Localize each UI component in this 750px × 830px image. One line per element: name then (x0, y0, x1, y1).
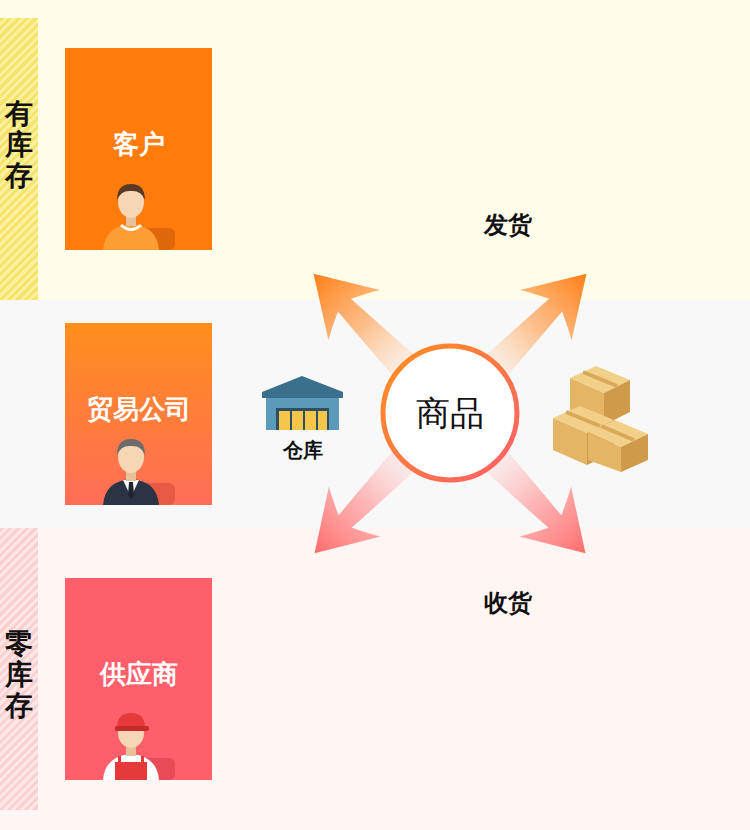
supplier-box: 供应商 (65, 578, 212, 780)
stock-strip: 有库存 (0, 18, 38, 300)
band-label: 零库存 (5, 629, 33, 721)
boxes-icon (553, 366, 648, 472)
icon-caption: 仓库 (283, 438, 323, 462)
person-icon (99, 431, 179, 505)
top-band (0, 0, 750, 300)
role-label: 贸易公司 (65, 394, 212, 425)
center-label: 商品 (380, 393, 520, 434)
customer-box: 客户 (65, 48, 212, 250)
goods-circle: 商品 (380, 343, 520, 483)
flow-label: 发货 (484, 211, 532, 240)
flow-label: 收货 (484, 589, 532, 618)
bottom-band (0, 528, 750, 830)
person-icon (99, 706, 179, 780)
stock-strip: 零库存 (0, 528, 38, 810)
trader-box: 贸易公司 (65, 323, 212, 505)
person-icon (99, 176, 179, 250)
role-label: 供应商 (65, 659, 212, 690)
role-label: 客户 (65, 129, 212, 160)
warehouse-icon (262, 376, 343, 430)
band-label: 有库存 (5, 99, 33, 191)
